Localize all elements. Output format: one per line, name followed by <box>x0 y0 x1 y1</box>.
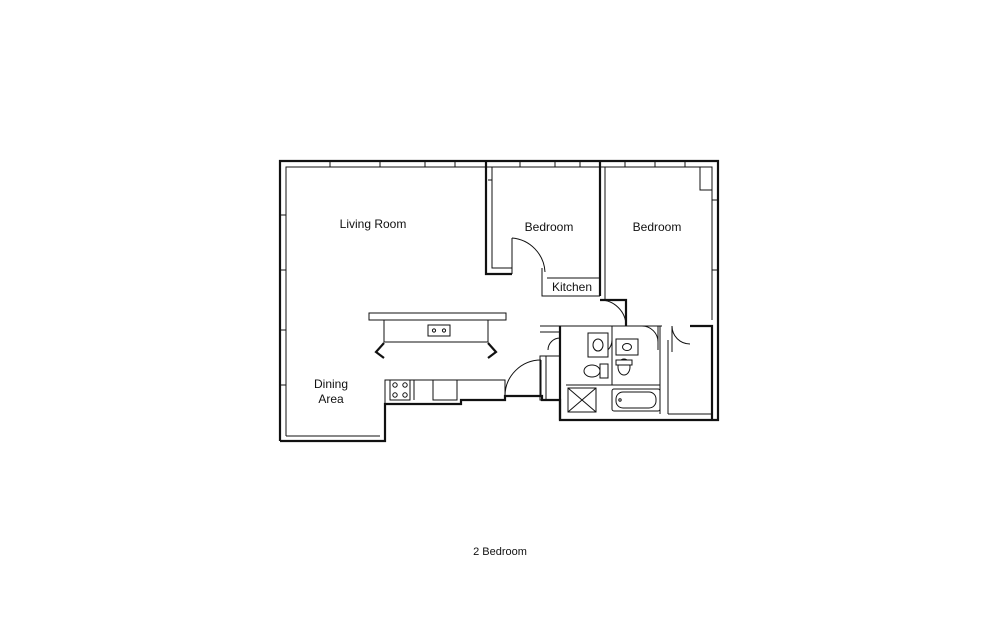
exterior-walls <box>278 159 720 443</box>
plan-caption: 2 Bedroom <box>473 546 527 558</box>
doors <box>504 237 691 397</box>
label-area: Area <box>318 392 344 406</box>
label-kitchen: Kitchen <box>552 280 592 294</box>
label-bedroom-1: Bedroom <box>525 220 574 234</box>
label-dining: Dining <box>314 377 348 391</box>
kitchen-counter <box>384 379 506 404</box>
room-labels: Living Room Bedroom Bedroom Kitchen Dini… <box>314 217 681 406</box>
label-bedroom-2: Bedroom <box>633 220 682 234</box>
label-living-room: Living Room <box>340 217 407 231</box>
interior-walls <box>484 161 714 420</box>
kitchen-island <box>368 312 507 359</box>
bathroom-fixtures <box>567 332 661 413</box>
